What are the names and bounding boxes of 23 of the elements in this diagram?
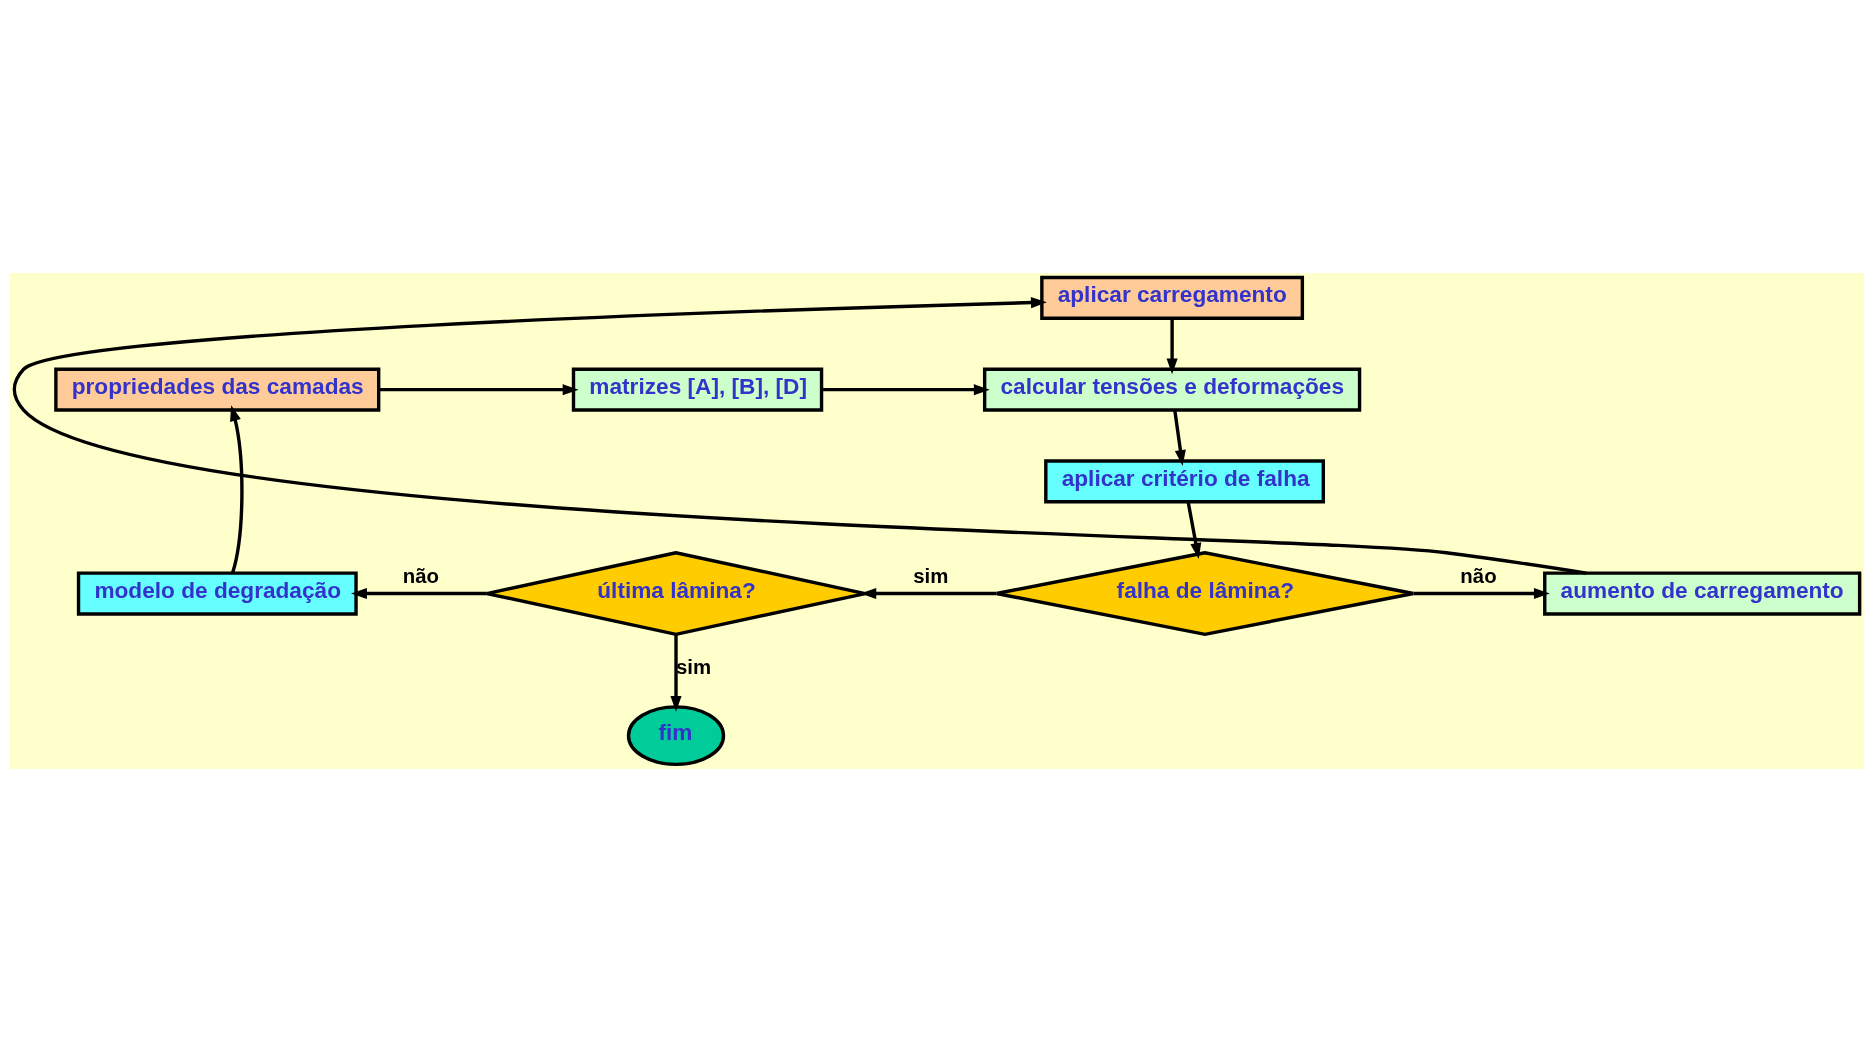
- node-box: modelo de degradação: [76, 571, 358, 616]
- node-box: matrizes [A], [B], [D]: [571, 367, 824, 412]
- node-box: aumento de carregamento: [1543, 571, 1862, 616]
- node-box: propriedades das camadas: [54, 367, 381, 412]
- node-box: calcular tensões e deformações: [982, 367, 1362, 412]
- arrow: [1413, 587, 1550, 600]
- arrow: [1186, 501, 1202, 559]
- edge-label: não: [402, 564, 439, 587]
- edge-label: não: [1460, 564, 1497, 587]
- edge-label: sim: [913, 564, 949, 587]
- arrow: [1166, 318, 1178, 375]
- arrow: [821, 384, 990, 396]
- node-diamond: falha de lâmina?: [994, 551, 1416, 637]
- arrow: [1173, 409, 1186, 466]
- node-box: aplicar critério de falha: [1044, 459, 1325, 504]
- arrow: [351, 587, 487, 600]
- arrow: [670, 634, 682, 712]
- arrow: [14, 297, 1587, 575]
- arrow: [230, 405, 244, 574]
- node-ellipse: fim: [626, 705, 726, 767]
- arrow: [379, 384, 579, 396]
- node-diamond: última lâmina?: [485, 551, 867, 637]
- node-box: aplicar carregamento: [1040, 275, 1305, 320]
